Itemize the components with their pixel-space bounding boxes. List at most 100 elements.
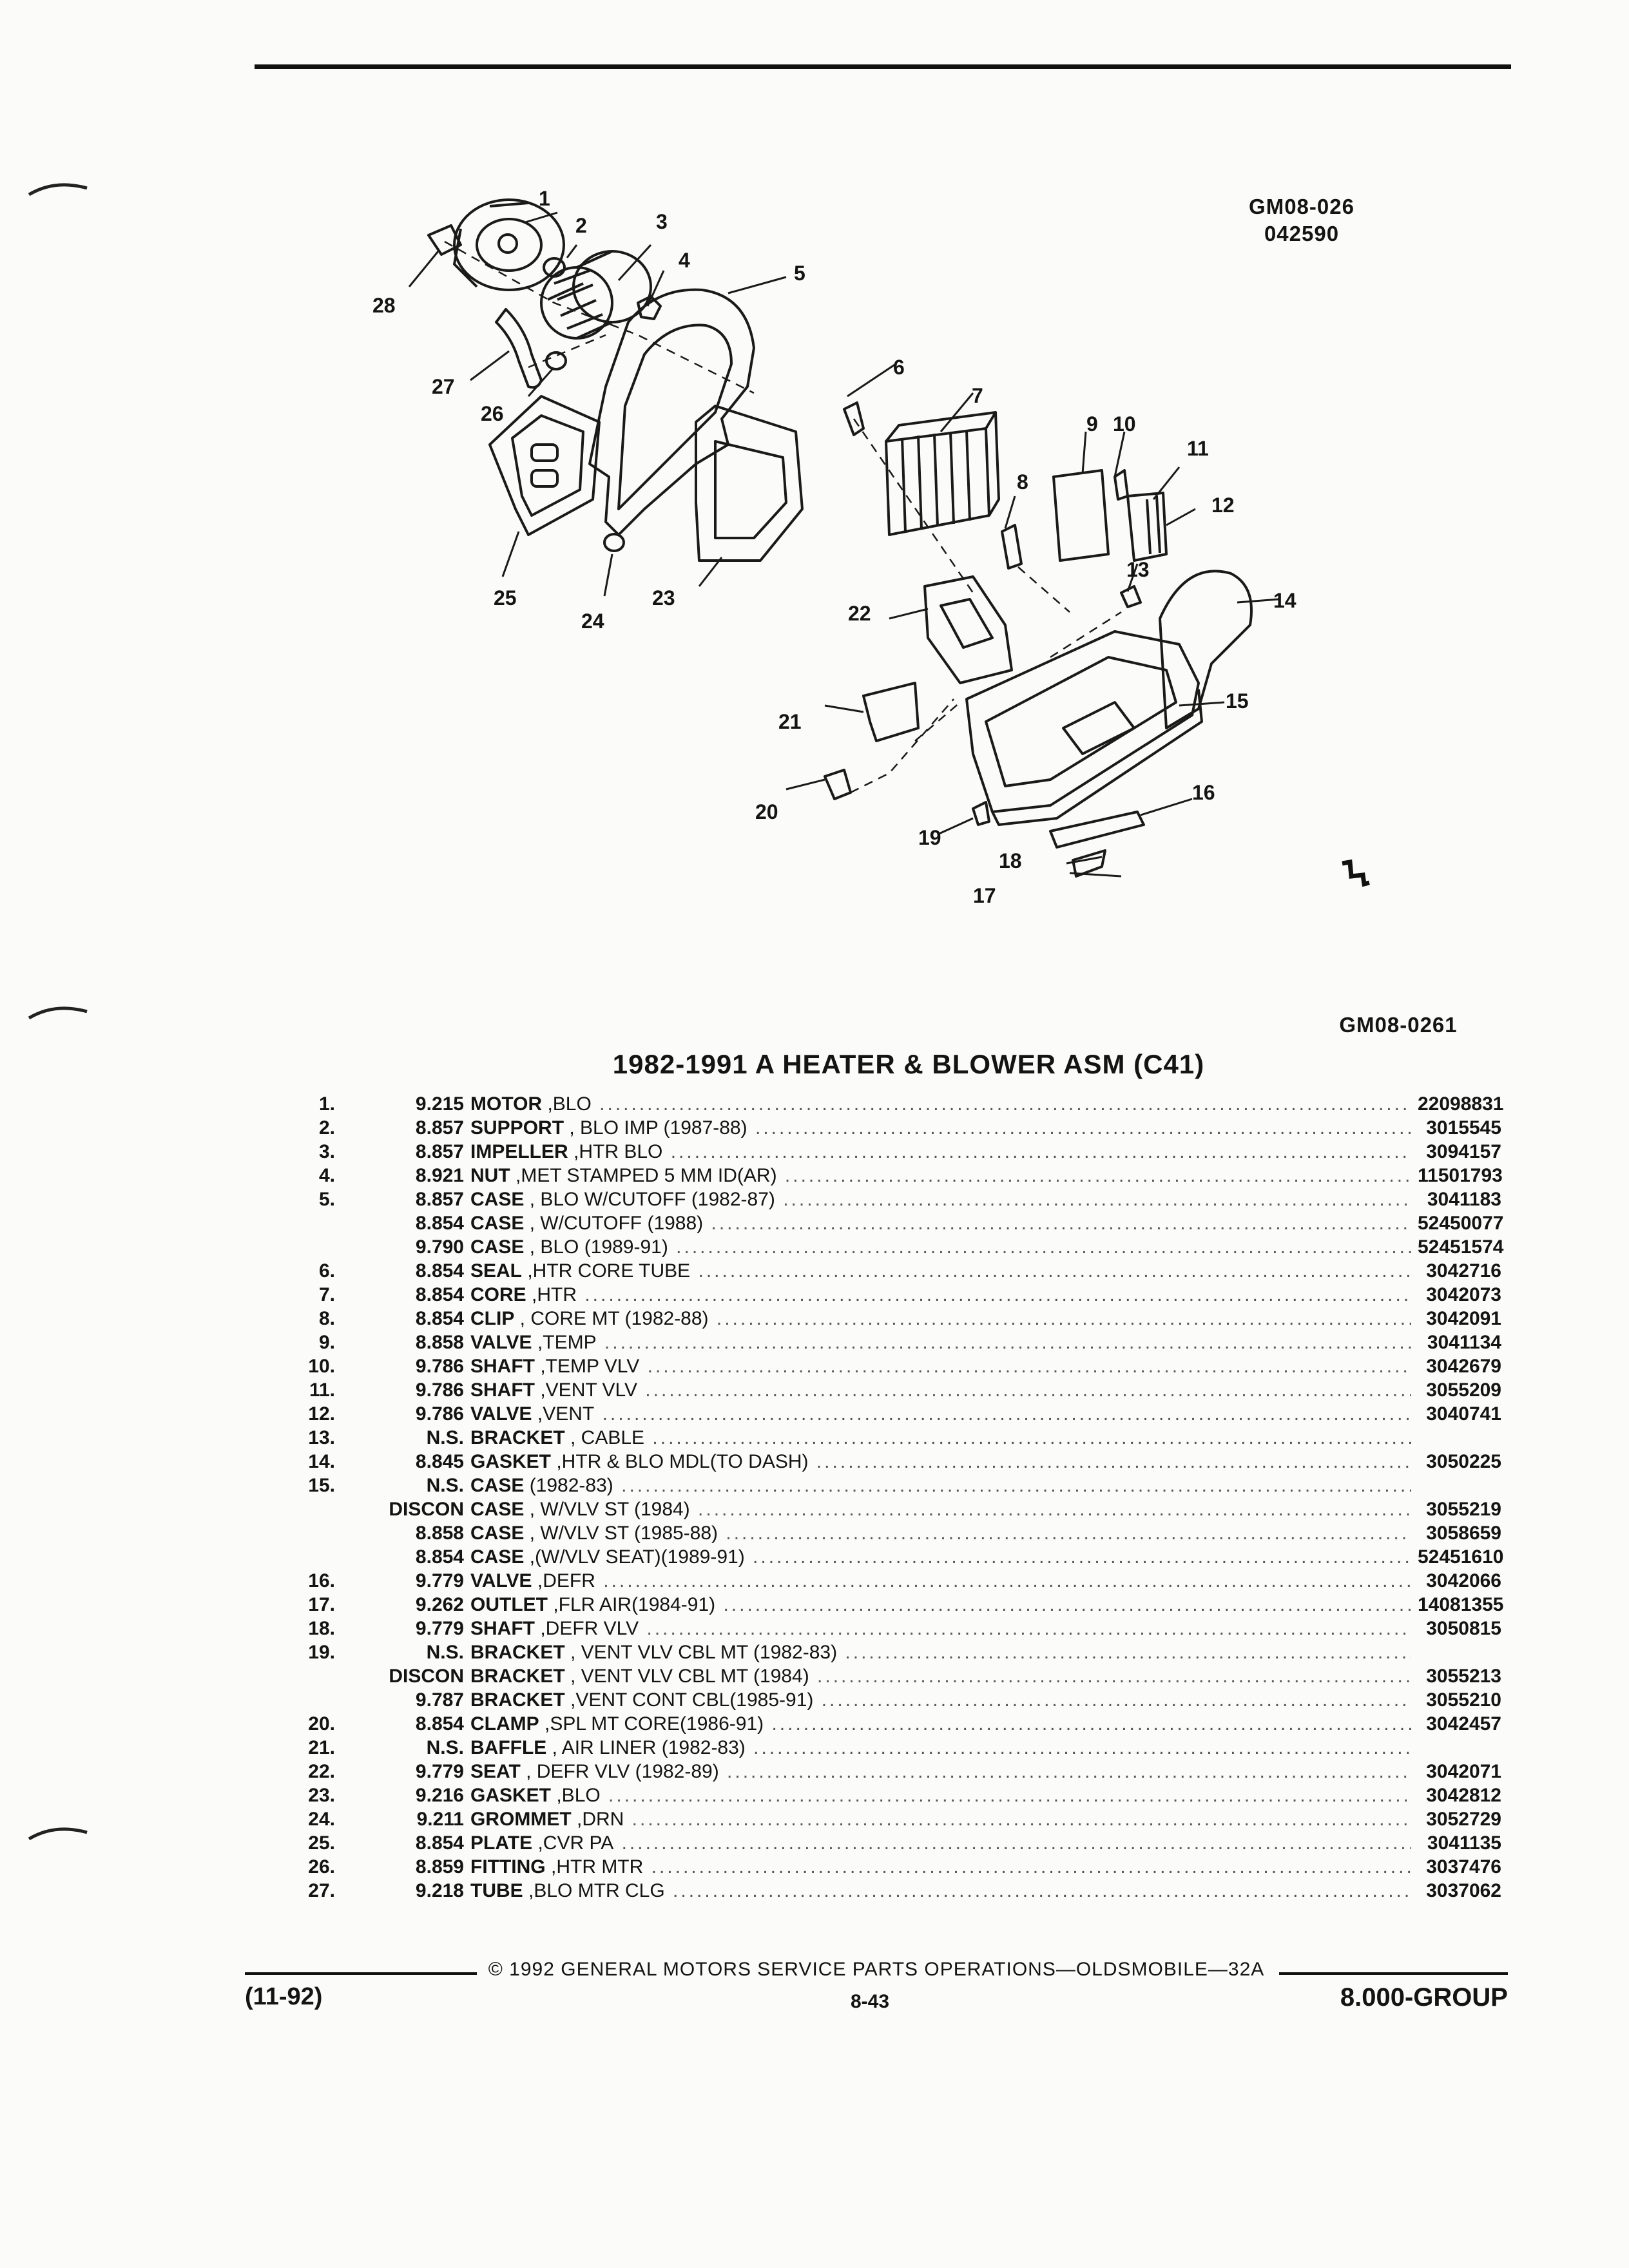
dot-leader: ........................................… <box>670 1141 1411 1162</box>
part-description: GROMMET ,DRN ...........................… <box>470 1807 1411 1831</box>
part-name: CORE <box>470 1284 526 1305</box>
part-description: SHAFT ,VENT VLV ........................… <box>470 1378 1411 1402</box>
part-number: 22098831 <box>1418 1093 1504 1115</box>
gasket-drawing <box>695 405 804 562</box>
group-number: 8.857 <box>415 1141 464 1162</box>
callout-1: 1 <box>539 187 550 210</box>
part-description: VALVE ,DEFR ............................… <box>470 1569 1411 1593</box>
callout-9: 9 <box>1086 412 1098 436</box>
ref-number: 15. <box>308 1475 335 1496</box>
part-number: 3037476 <box>1426 1856 1501 1878</box>
part-description: CASE , BLO (1989-91) ...................… <box>470 1235 1411 1259</box>
part-number: 3055210 <box>1426 1689 1501 1711</box>
footer-date: (11-92) <box>245 1983 323 2010</box>
callout-20: 20 <box>755 800 778 823</box>
group-number: 9.262 <box>415 1594 464 1615</box>
callout-12: 12 <box>1211 494 1235 517</box>
callout-7: 7 <box>972 384 983 407</box>
ref-number: 25. <box>308 1832 335 1854</box>
ref-number: 18. <box>308 1618 335 1639</box>
callout-18: 18 <box>999 849 1022 872</box>
part-qualifier: ,CVR PA <box>532 1832 614 1854</box>
dot-leader: ........................................… <box>645 1379 1411 1401</box>
ref-number: 5. <box>318 1189 335 1210</box>
part-qualifier: ,(W/VLV SEAT)(1989-91) <box>524 1546 745 1568</box>
part-name: CASE <box>470 1546 525 1568</box>
part-qualifier: ,BLO MTR CLG <box>523 1880 665 1901</box>
part-description: CASE , W/CUTOFF (1988) .................… <box>470 1211 1411 1235</box>
part-description: PLATE ,CVR PA ..........................… <box>470 1831 1411 1855</box>
part-qualifier: ,VENT <box>532 1403 595 1425</box>
ref-number: 17. <box>308 1594 335 1615</box>
group-number: 8.921 <box>415 1165 464 1186</box>
group-number: DISCON <box>389 1666 464 1687</box>
parts-row: 13.N.S.BRACKET , CABLE .................… <box>277 1426 1501 1450</box>
dot-leader: ........................................… <box>783 1189 1411 1210</box>
group-number: 9.779 <box>415 1761 464 1782</box>
part-name: GASKET <box>470 1451 552 1472</box>
callout-28: 28 <box>372 294 396 317</box>
ref-number: 16. <box>308 1570 335 1591</box>
dot-leader: ........................................… <box>727 1761 1411 1782</box>
heater-case-drawing <box>965 630 1203 826</box>
part-number: 3015545 <box>1426 1117 1501 1139</box>
part-qualifier: , BLO (1989-91) <box>524 1236 668 1258</box>
group-number: 9.787 <box>415 1689 464 1711</box>
margin-mark <box>28 1827 88 1841</box>
parts-row: 19.N.S.BRACKET , VENT VLV CBL MT (1982-8… <box>277 1640 1501 1664</box>
part-description: CASE , W/VLV ST (1985-88) ..............… <box>470 1521 1411 1545</box>
group-number: 9.786 <box>415 1403 464 1425</box>
part-number: 3094157 <box>1426 1141 1501 1162</box>
dot-leader: ........................................… <box>646 1618 1411 1639</box>
gasket-inner-drawing <box>714 440 787 539</box>
part-name: OUTLET <box>470 1594 548 1615</box>
part-qualifier: ,BLO <box>551 1785 601 1806</box>
dot-leader: ........................................… <box>604 1332 1411 1353</box>
part-description: BRACKET , CABLE ........................… <box>470 1426 1411 1450</box>
margin-mark <box>28 183 88 197</box>
part-qualifier: ,VENT VLV <box>535 1379 637 1401</box>
ref-number: 7. <box>318 1284 335 1305</box>
ref-number: 12. <box>308 1403 335 1425</box>
part-name: BRACKET <box>470 1642 565 1663</box>
part-description: IMPELLER ,HTR BLO ......................… <box>470 1140 1411 1164</box>
part-name: BRACKET <box>470 1689 565 1711</box>
diagram-code-line-2: 042590 <box>1264 222 1340 245</box>
dot-leader: ........................................… <box>698 1499 1411 1520</box>
callout-27: 27 <box>432 375 455 398</box>
ref-number: 19. <box>308 1642 335 1663</box>
part-qualifier: , BLO IMP (1987-88) <box>564 1117 747 1139</box>
part-description: OUTLET ,FLR AIR(1984-91) ...............… <box>470 1593 1411 1617</box>
group-number: 8.854 <box>415 1546 464 1568</box>
part-qualifier: ,HTR MTR <box>545 1856 644 1878</box>
part-qualifier: , BLO W/CUTOFF (1982-87) <box>524 1189 775 1210</box>
part-name: SEAL <box>470 1260 523 1282</box>
part-number: 3055213 <box>1426 1666 1501 1687</box>
part-qualifier: ,TEMP <box>532 1332 597 1353</box>
ref-number: 11. <box>309 1379 335 1401</box>
diagram-code-line-1: GM08-026 <box>1249 195 1354 218</box>
part-description: SHAFT ,TEMP VLV ........................… <box>470 1354 1411 1378</box>
part-number: 3052729 <box>1426 1809 1501 1830</box>
part-description: GASKET ,HTR & BLO MDL(TO DASH) .........… <box>470 1450 1411 1474</box>
part-description: CASE , BLO W/CUTOFF (1982-87) ..........… <box>470 1187 1411 1211</box>
hook-symbol-icon <box>1342 859 1370 887</box>
part-description: SEAL ,HTR CORE TUBE ....................… <box>470 1259 1411 1283</box>
fitting-drawing <box>545 351 567 370</box>
part-name: CASE <box>470 1499 525 1520</box>
top-rule <box>255 64 1511 69</box>
part-name: IMPELLER <box>470 1141 568 1162</box>
support-ring-drawing <box>543 257 566 278</box>
group-number: DISCON <box>389 1499 464 1520</box>
dot-leader: ........................................… <box>784 1165 1411 1186</box>
part-qualifier: , AIR LINER (1982-83) <box>546 1737 746 1758</box>
